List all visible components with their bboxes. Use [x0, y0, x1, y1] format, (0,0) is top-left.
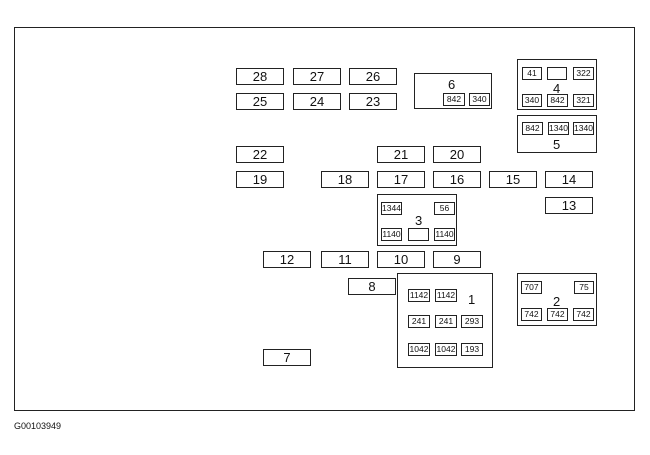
relay-block-3: 1344 56 3 1140 1140 — [377, 194, 457, 246]
relay-cell: 1340 — [548, 122, 569, 135]
relay-cell: 842 — [443, 93, 465, 106]
fuse-7: 7 — [263, 349, 311, 366]
relay-cell: 1042 — [435, 343, 457, 356]
relay-cell: 241 — [435, 315, 457, 328]
relay-cell: 1340 — [573, 122, 594, 135]
relay-cell: 41 — [522, 67, 542, 80]
relay-cell: 293 — [461, 315, 483, 328]
fuse-26: 26 — [349, 68, 397, 85]
fuse-18: 18 — [321, 171, 369, 188]
relay-block-4-label: 4 — [553, 81, 561, 96]
relay-cell: 322 — [573, 67, 594, 80]
relay-cell: 1344 — [381, 202, 402, 215]
relay-block-4: 41 322 4 340 842 321 — [517, 59, 597, 110]
relay-cell — [408, 228, 429, 241]
relay-cell: 1140 — [434, 228, 455, 241]
relay-cell: 321 — [573, 94, 594, 107]
relay-cell: 340 — [469, 93, 490, 106]
relay-cell: 1042 — [408, 343, 430, 356]
figure-code: G00103949 — [14, 421, 62, 431]
relay-cell: 340 — [522, 94, 542, 107]
relay-cell: 742 — [521, 308, 542, 321]
fuse-28: 28 — [236, 68, 284, 85]
fuse-16: 16 — [433, 171, 481, 188]
relay-block-3-label: 3 — [415, 213, 423, 228]
relay-block-5: 842 1340 1340 5 — [517, 115, 597, 153]
relay-cell: 1142 — [435, 289, 457, 302]
relay-cell: 842 — [547, 94, 568, 107]
fuse-24: 24 — [293, 93, 341, 110]
relay-cell: 1142 — [408, 289, 430, 302]
fuse-22: 22 — [236, 146, 284, 163]
fuse-9: 9 — [433, 251, 481, 268]
relay-cell: 75 — [574, 281, 594, 294]
relay-cell: 742 — [547, 308, 568, 321]
fuse-13: 13 — [545, 197, 593, 214]
fuse-17: 17 — [377, 171, 425, 188]
fuse-10: 10 — [377, 251, 425, 268]
fuse-panel-frame — [14, 27, 635, 411]
relay-cell: 241 — [408, 315, 430, 328]
relay-block-1: 1142 1142 1 241 241 293 1042 1042 193 — [397, 273, 493, 368]
relay-block-1-label: 1 — [468, 292, 476, 307]
fuse-14: 14 — [545, 171, 593, 188]
relay-cell — [547, 67, 567, 80]
relay-block-5-label: 5 — [553, 137, 561, 152]
fuse-25: 25 — [236, 93, 284, 110]
fuse-21: 21 — [377, 146, 425, 163]
relay-cell: 742 — [573, 308, 594, 321]
relay-cell: 1140 — [381, 228, 402, 241]
fuse-11: 11 — [321, 251, 369, 268]
fuse-23: 23 — [349, 93, 397, 110]
relay-block-6-label: 6 — [448, 77, 456, 92]
fuse-15: 15 — [489, 171, 537, 188]
relay-cell: 707 — [521, 281, 542, 294]
relay-cell: 56 — [434, 202, 455, 215]
fuse-12: 12 — [263, 251, 311, 268]
relay-cell: 193 — [461, 343, 483, 356]
relay-cell: 842 — [522, 122, 543, 135]
fuse-8: 8 — [348, 278, 396, 295]
relay-block-6: 6 842 340 — [414, 73, 492, 109]
fuse-19: 19 — [236, 171, 284, 188]
fuse-20: 20 — [433, 146, 481, 163]
relay-block-2: 707 75 2 742 742 742 — [517, 273, 597, 326]
fuse-27: 27 — [293, 68, 341, 85]
relay-block-2-label: 2 — [553, 294, 561, 309]
